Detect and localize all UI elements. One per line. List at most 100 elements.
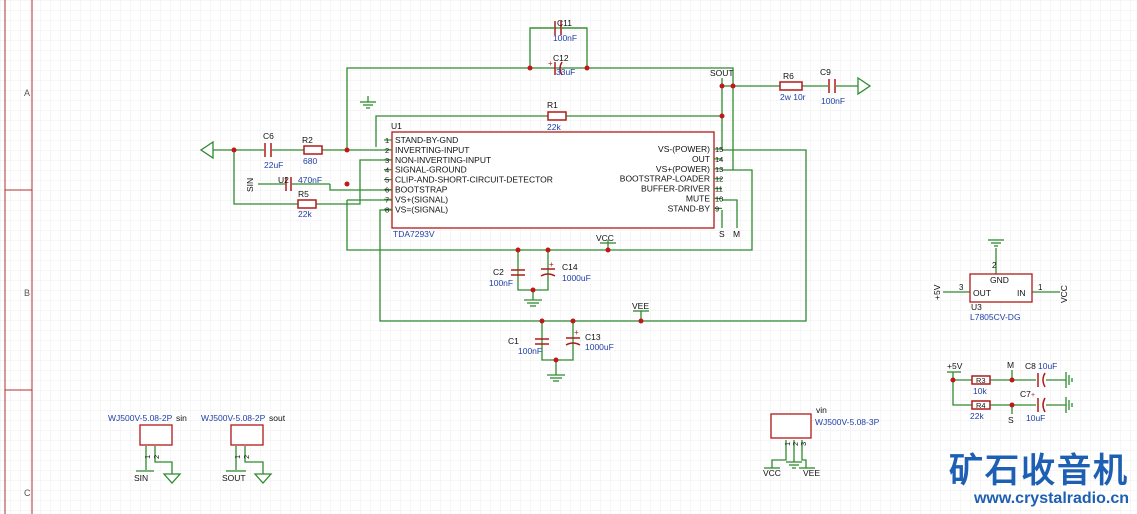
ic-pin-name: BUFFER-DRIVER (641, 184, 710, 194)
c8-value: 10uF (1038, 361, 1057, 371)
r6-ref: R6 (783, 71, 794, 81)
net-label-m: M (1007, 360, 1014, 370)
sin-conn-name: sin (176, 413, 187, 423)
u3-gnd-label: GND (990, 275, 1009, 285)
sout-conn-part: WJ500V-5.08-2P (201, 413, 266, 423)
vin-conn-pin3: 3 (799, 442, 808, 446)
output-port-icon (857, 76, 872, 96)
vin-conn-part: WJ500V-5.08-3P (815, 417, 880, 427)
sout-conn-pin2: 2 (242, 455, 251, 459)
ic-pin-number: 1 (385, 136, 389, 145)
ground-symbol-icon (1065, 397, 1073, 413)
capacitor-c13[interactable] (565, 337, 581, 346)
capacitor-u2[interactable] (285, 177, 292, 191)
resistor-r1[interactable] (547, 111, 567, 121)
capacitor-c9[interactable] (828, 79, 836, 93)
ic-pin-name: STAND-BY (668, 203, 711, 213)
sin-connector[interactable] (139, 424, 173, 446)
ic-pin-number: 2 (385, 146, 389, 155)
ground-symbol-icon (786, 461, 802, 469)
ic-u1-body[interactable] (391, 131, 715, 229)
capacitor-c12[interactable] (554, 61, 563, 76)
u3-ref: U3 (971, 302, 982, 312)
net-label-vcc: VCC (596, 233, 614, 243)
net-label-sin-vertical: SIN (245, 178, 255, 192)
u3-in-pin: 1 (1038, 283, 1043, 292)
r1-ref: R1 (547, 100, 558, 110)
r3-ref: R3 (976, 376, 986, 385)
resistor-r2[interactable] (303, 145, 323, 155)
u3-in-label: IN (1017, 288, 1026, 298)
sout-conn-pin1: 1 (233, 455, 242, 459)
ground-symbol-icon (253, 473, 273, 484)
vin-conn-pin2: 2 (791, 442, 800, 446)
ic-pin-name: SIGNAL-GROUND (395, 165, 467, 175)
ground-symbol-icon (162, 473, 182, 484)
border-row-a: A (24, 88, 30, 98)
capacitor-c8[interactable] (1037, 372, 1046, 388)
ic-pin-name: CLIP-AND-SHORT-CIRCUIT-DETECTOR (395, 175, 553, 185)
c7-value: 10uF (1026, 413, 1045, 423)
border-row-c: C (24, 488, 31, 498)
u3-out-net-5v: +5V (932, 284, 942, 300)
r2-ref: R2 (302, 135, 313, 145)
resistor-r3[interactable] (971, 375, 991, 385)
sin-conn-pin2: 2 (152, 455, 161, 459)
r6-value: 2w 10r (780, 92, 806, 102)
sin-conn-part: WJ500V-5.08-2P (108, 413, 173, 423)
u3-part: L7805CV-DG (970, 312, 1021, 322)
vin-conn-net-vee: VEE (803, 468, 820, 478)
capacitor-c11[interactable] (530, 21, 587, 35)
sout-conn-net: SOUT (222, 473, 246, 483)
ic-pin-number: 14 (715, 155, 723, 164)
r4-value: 22k (970, 411, 984, 421)
resistor-r6[interactable] (779, 81, 803, 91)
watermark-url: www.crystalradio.cn (973, 490, 1129, 507)
c7-plus-sign: + (1031, 392, 1035, 399)
ic-pin-number: 3 (385, 156, 389, 165)
c11-value: 100nF (553, 33, 577, 43)
u3-out-label: OUT (973, 288, 991, 298)
c14-plus-sign: + (549, 260, 554, 269)
net-label-5v: +5V (947, 361, 963, 371)
ground-symbol-icon (547, 374, 565, 382)
c6-value: 22uF (264, 160, 283, 170)
ic-pin-number: 11 (715, 185, 723, 194)
c9-ref: C9 (820, 67, 831, 77)
c14-ref: C14 (562, 262, 578, 272)
c9-value: 100nF (821, 96, 845, 106)
input-port-icon (199, 140, 214, 160)
r1-value: 22k (547, 122, 561, 132)
resistor-r5[interactable] (297, 199, 317, 209)
regulator-u3-body[interactable] (969, 273, 1033, 303)
vin-connector[interactable] (770, 413, 812, 439)
ic-pin-name: BOOTSTRAP (395, 185, 448, 195)
capacitor-c6[interactable] (264, 143, 272, 157)
capacitor-c1[interactable] (535, 338, 549, 345)
u3-gnd-pin: 2 (992, 261, 997, 270)
sout-connector[interactable] (230, 424, 264, 446)
c13-value: 1000uF (585, 342, 614, 352)
c1-value: 100nF (518, 346, 542, 356)
ground-symbol-icon (988, 239, 1004, 247)
capacitor-c2[interactable] (511, 269, 525, 276)
watermark-title: 矿石收音机 (949, 451, 1129, 491)
ic-pin-name: OUT (692, 154, 710, 164)
resistor-r4[interactable] (971, 400, 991, 410)
c1-ref: C1 (508, 336, 519, 346)
c7-ref: C7 (1020, 389, 1031, 399)
capacitor-c7[interactable] (1037, 397, 1046, 413)
capacitor-c14[interactable] (540, 268, 556, 277)
c6-ref: C6 (263, 131, 274, 141)
ic-pin-name: VS+(SIGNAL) (395, 194, 448, 204)
ic-pin-name: VS-(POWER) (658, 144, 710, 154)
c2-ref: C2 (493, 267, 504, 277)
net-label-sout: SOUT (710, 68, 734, 78)
r4-ref: R4 (976, 401, 986, 410)
u3-in-net-vcc: VCC (1059, 285, 1069, 303)
ic-pin-name: BOOTSTRAP-LOADER (620, 174, 710, 184)
junctions (231, 65, 1015, 408)
c13-ref: C13 (585, 332, 601, 342)
c11-ref: C11 (557, 18, 572, 28)
